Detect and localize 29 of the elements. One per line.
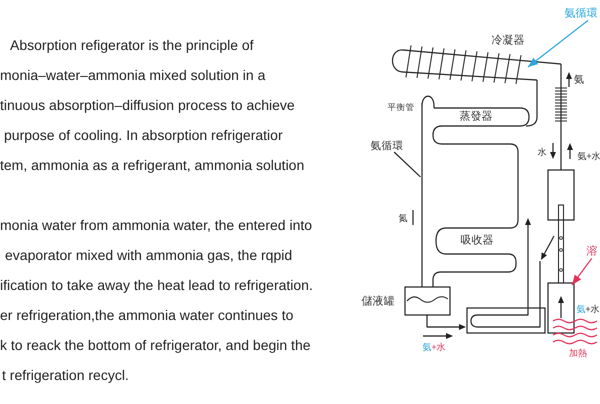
part-label: 冷凝器 <box>492 34 524 48</box>
leader-arrow <box>572 258 592 286</box>
paragraph-line: Absorption refigerator is the principle of <box>10 36 254 53</box>
part-label: 平衡管 <box>388 103 414 113</box>
heating-label: 加熱 <box>569 348 587 358</box>
flow-label: 氨+水 <box>577 150 600 162</box>
callout-label: 氨循環 <box>370 140 404 152</box>
paragraph-line: evaporator mixed with ammonia gas, the rqpid <box>5 246 292 263</box>
paragraph-line: tem, ammonia as a refrigerant, ammonia solution <box>0 156 304 173</box>
leader-arrow <box>528 20 589 68</box>
flow-label: 氨 <box>574 74 584 86</box>
callout-label: 溶 <box>586 246 598 258</box>
flow-label: 氨+水 <box>576 304 600 314</box>
part-label: 蒸發器 <box>460 110 492 124</box>
paragraph-line: er refrigeration,the ammonia water continues to <box>0 306 294 323</box>
paragraph-line: monia–water–ammonia mixed solution in a <box>0 66 266 83</box>
callout-label: 氨循環 <box>564 8 598 20</box>
flow-label: 氮 <box>398 212 408 224</box>
leader-line <box>394 152 421 178</box>
flow-label: 氨+水 <box>422 342 446 352</box>
flow-label: 水 <box>538 146 546 158</box>
paragraph-line: purpose of cooling. In absorption refrigeratior <box>4 126 283 143</box>
paragraph-line: tinuous absorption–diffusion process to achieve <box>0 96 295 113</box>
paragraph-line: k to reack the bottom of refrigerator, and begin the <box>0 336 311 353</box>
paragraph-line: t refrigeration recycl. <box>2 366 129 383</box>
part-label: 吸收器 <box>460 234 494 248</box>
part-label: 儲液罐 <box>362 296 394 308</box>
paragraph-line: ification to take away the heat lead to refrigeration. <box>0 276 313 293</box>
paragraph-line: monia water from ammonia water, the entered into <box>0 216 312 233</box>
